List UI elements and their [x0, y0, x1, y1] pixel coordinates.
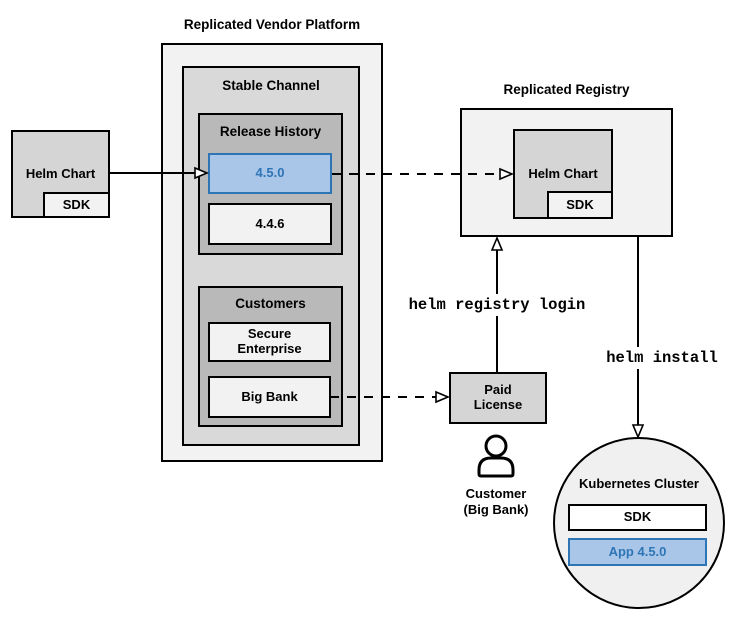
release-4-5-0: 4.5.0 [208, 153, 332, 194]
release-4-4-6-label: 4.4.6 [255, 215, 285, 231]
release-history-label: Release History [219, 124, 322, 139]
kubernetes-cluster-label: Kubernetes Cluster [579, 476, 699, 491]
customer-caption-company: (Big Bank) [463, 501, 529, 517]
arrow-registry-to-cluster [631, 237, 645, 440]
registry-title: Replicated Registry [503, 82, 630, 97]
helm-registry-login-label: helm registry login [402, 294, 592, 316]
source-sdk-box: SDK [43, 192, 110, 218]
registry-helm-chart-label: Helm Chart [528, 165, 598, 181]
customer-icon [477, 434, 515, 478]
customer-big-bank-label: Big Bank [241, 388, 298, 404]
customer-big-bank: Big Bank [208, 376, 331, 418]
registry-sdk-box: SDK [547, 191, 613, 219]
source-sdk-label: SDK [62, 196, 91, 212]
stable-channel-label: Stable Channel [222, 78, 320, 93]
customer-secure-enterprise-label: Secure Enterprise [237, 326, 302, 356]
customer-caption: Customer (Big Bank) [436, 486, 556, 517]
customers-label: Customers [235, 296, 306, 311]
cluster-app-label: App 4.5.0 [608, 543, 667, 559]
release-4-5-0-label: 4.5.0 [255, 165, 285, 181]
registry-sdk-label: SDK [566, 196, 594, 212]
customer-caption-name: Customer [465, 486, 527, 501]
release-4-4-6: 4.4.6 [208, 203, 332, 245]
cluster-sdk-box: SDK [568, 504, 707, 531]
source-helm-chart-label: Helm Chart [25, 165, 96, 181]
helm-install-label: helm install [588, 347, 736, 369]
cluster-sdk-label: SDK [623, 509, 652, 525]
customer-secure-enterprise: Secure Enterprise [208, 322, 331, 362]
paid-license-box: Paid License [449, 372, 547, 424]
cluster-app-box: App 4.5.0 [568, 538, 707, 566]
vendor-platform-title: Replicated Vendor Platform [183, 17, 361, 32]
paid-license-label: Paid License [473, 382, 523, 412]
